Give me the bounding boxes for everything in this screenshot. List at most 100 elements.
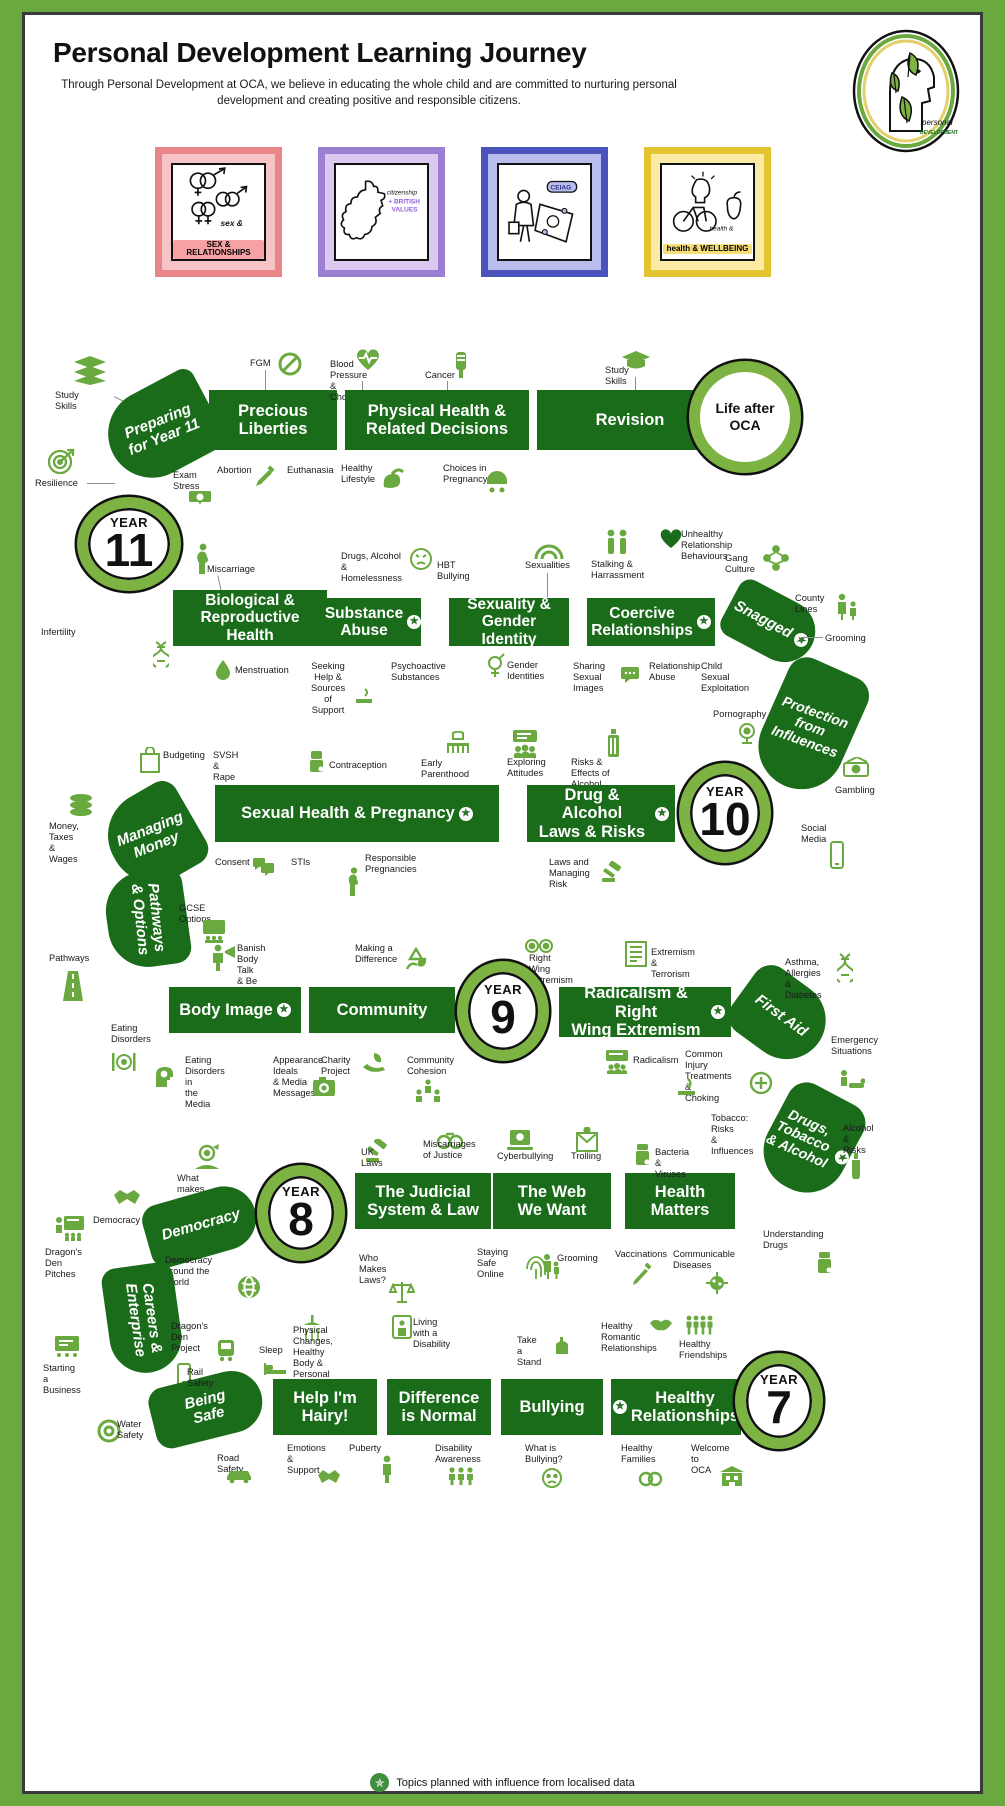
oca-personal-development-logo: personal DEVELOPMENT bbox=[850, 27, 962, 155]
leader-line bbox=[547, 573, 549, 597]
frame-mat bbox=[651, 154, 764, 270]
topic-sexual-health-pregnancy[interactable]: Sexual Health & Pregnancy ✯ bbox=[215, 785, 499, 842]
topic-healthy-relationships[interactable]: ✯ Healthy Relationships bbox=[611, 1379, 741, 1435]
svg-text:CEIAG: CEIAG bbox=[550, 185, 571, 192]
presentation-group-icon bbox=[511, 729, 539, 759]
topic-substance-abuse[interactable]: Substance Abuse ✯ bbox=[324, 598, 422, 646]
frame-label: health & WELLBEING bbox=[662, 243, 753, 255]
star-badge-icon: ✯ bbox=[612, 1400, 627, 1414]
topic-label: The Web We Want bbox=[517, 1182, 587, 1219]
frame-label: SEX & RELATIONSHIPS bbox=[173, 239, 264, 259]
smoking-icon bbox=[677, 1077, 701, 1097]
svg-text:+ BRITISH: + BRITISH bbox=[388, 199, 420, 206]
svg-text:VALUES: VALUES bbox=[391, 207, 418, 214]
topic-coercive-relationships[interactable]: Coercive Relationships ✯ bbox=[587, 598, 715, 646]
topic-label: Body Image bbox=[179, 1000, 273, 1019]
end-node-life-after-oca[interactable]: Life after OCA bbox=[689, 361, 801, 473]
topic-label: Physical Health & Related Decisions bbox=[365, 401, 509, 438]
topic-judicial-system-law[interactable]: The Judicial System & Law bbox=[355, 1173, 491, 1229]
footer-text: Topics planned with influence from local… bbox=[396, 1776, 635, 1789]
topic-label: Protection from Influences bbox=[769, 692, 851, 761]
syringe-icon bbox=[253, 465, 277, 489]
topic-body-image[interactable]: Body Image ✯ bbox=[169, 987, 301, 1033]
money-icon bbox=[843, 757, 869, 777]
shopping-bag-icon bbox=[139, 747, 161, 773]
topic-label: Bullying bbox=[519, 1397, 585, 1416]
year-10-badge[interactable]: YEAR 10 bbox=[679, 763, 771, 863]
topic-label: Difference is Normal bbox=[398, 1388, 480, 1425]
sad-face-icon bbox=[409, 547, 433, 571]
leader-line bbox=[362, 381, 364, 395]
topic-label: Help I'm Hairy! bbox=[293, 1388, 357, 1425]
rings-icon bbox=[637, 1467, 663, 1487]
topic-biological-reproductive-health[interactable]: Biological & Reproductive Health bbox=[173, 590, 327, 646]
leader-line bbox=[265, 370, 267, 392]
framed-pictures: sex & SEX & RELATIONSHIPS citizenship + … bbox=[155, 147, 775, 287]
leader-line bbox=[635, 377, 637, 395]
frame-sex-and-relationships: sex & SEX & RELATIONSHIPS bbox=[155, 147, 282, 277]
cot-icon bbox=[445, 731, 471, 757]
topic-difference-is-normal[interactable]: Difference is Normal bbox=[387, 1379, 491, 1435]
inclusive-people-icon bbox=[447, 1467, 473, 1485]
year-9-badge[interactable]: YEAR 9 bbox=[457, 961, 549, 1061]
topic-drug-alcohol-laws-risks[interactable]: Drug & Alcohol Laws & Risks ✯ bbox=[527, 785, 675, 842]
pregnant-person-icon bbox=[347, 867, 361, 897]
lips-icon bbox=[649, 1317, 673, 1331]
pill-bottle-icon bbox=[815, 1251, 835, 1275]
books-icon bbox=[73, 355, 107, 385]
smartphone-icon bbox=[829, 841, 845, 869]
sad-face-icon bbox=[541, 1467, 563, 1489]
topic-the-web-we-want[interactable]: The Web We Want bbox=[493, 1173, 611, 1229]
year-11-badge[interactable]: YEAR 11 bbox=[77, 497, 181, 591]
topic-protection-from-influences[interactable]: Protection from Influences bbox=[744, 651, 876, 803]
topic-first-aid[interactable]: First Aid bbox=[720, 957, 842, 1075]
topic-help-im-hairy[interactable]: Help I'm Hairy! bbox=[273, 1379, 377, 1435]
school-building-icon bbox=[719, 1465, 745, 1487]
webcam-icon bbox=[737, 723, 757, 745]
star-badge-icon: ✯ bbox=[655, 806, 669, 821]
topic-sexuality-gender-identity[interactable]: Sexuality & Gender Identity bbox=[449, 596, 569, 648]
footer-note: ✯ Topics planned with influence from loc… bbox=[22, 1773, 983, 1792]
topic-radicalism-right-wing-extremism[interactable]: Radicalism & Right Wing Extremism ✯ bbox=[559, 984, 731, 1039]
heart-pulse-icon bbox=[355, 347, 381, 371]
topic-label: Managing Money bbox=[113, 807, 186, 861]
troll-envelope-icon bbox=[575, 1127, 599, 1153]
star-badge-icon: ✯ bbox=[276, 1003, 291, 1017]
topic-label: Substance Abuse bbox=[324, 604, 404, 639]
pregnant-person-icon bbox=[195, 543, 211, 575]
poster-canvas: Personal Development Learning Journey Th… bbox=[22, 12, 983, 1794]
topic-label: Preparing for Year 11 bbox=[121, 399, 203, 459]
head-brain-icon bbox=[153, 1065, 177, 1089]
dna-icon bbox=[837, 953, 853, 983]
bicycle-apple-icon: health & bbox=[672, 171, 742, 232]
end-node-line2: OCA bbox=[729, 417, 761, 433]
topic-label: Drugs, Tobacco & Alcohol bbox=[764, 1105, 834, 1171]
topic-label: Snagged bbox=[731, 596, 796, 642]
year-8-badge[interactable]: YEAR 8 bbox=[257, 1165, 345, 1261]
eyes-icon bbox=[525, 939, 553, 953]
network-icon bbox=[763, 545, 789, 571]
certificate-icon bbox=[187, 489, 213, 506]
topic-bullying[interactable]: Bullying bbox=[501, 1379, 603, 1435]
topic-label: Pathways & Options bbox=[127, 882, 169, 957]
iv-drip-icon bbox=[452, 351, 470, 379]
newspaper-icon bbox=[625, 941, 647, 967]
star-badge-icon: ✯ bbox=[696, 615, 711, 629]
topic-label: Healthy Relationships bbox=[630, 1388, 740, 1425]
leader-line bbox=[447, 381, 449, 395]
car-icon bbox=[225, 1467, 253, 1483]
year-label: YEAR bbox=[759, 1372, 799, 1388]
star-badge-icon: ✯ bbox=[370, 1773, 390, 1792]
vape-icon bbox=[605, 729, 623, 759]
topic-careers-enterprise[interactable]: Careers & Enterprise bbox=[99, 1260, 187, 1378]
topic-precious-liberties[interactable]: Precious Liberties bbox=[209, 390, 337, 450]
topic-physical-health[interactable]: Physical Health & Related Decisions bbox=[345, 390, 529, 450]
topic-health-matters[interactable]: Health Matters bbox=[625, 1173, 735, 1229]
topic-community[interactable]: Community bbox=[309, 987, 455, 1033]
person-icon bbox=[379, 1455, 395, 1483]
year-number: 7 bbox=[766, 1381, 792, 1434]
page-subtitle: Through Personal Development at OCA, we … bbox=[61, 79, 677, 107]
year-7-badge[interactable]: YEAR 7 bbox=[735, 1353, 823, 1449]
globe-icon bbox=[237, 1275, 261, 1299]
